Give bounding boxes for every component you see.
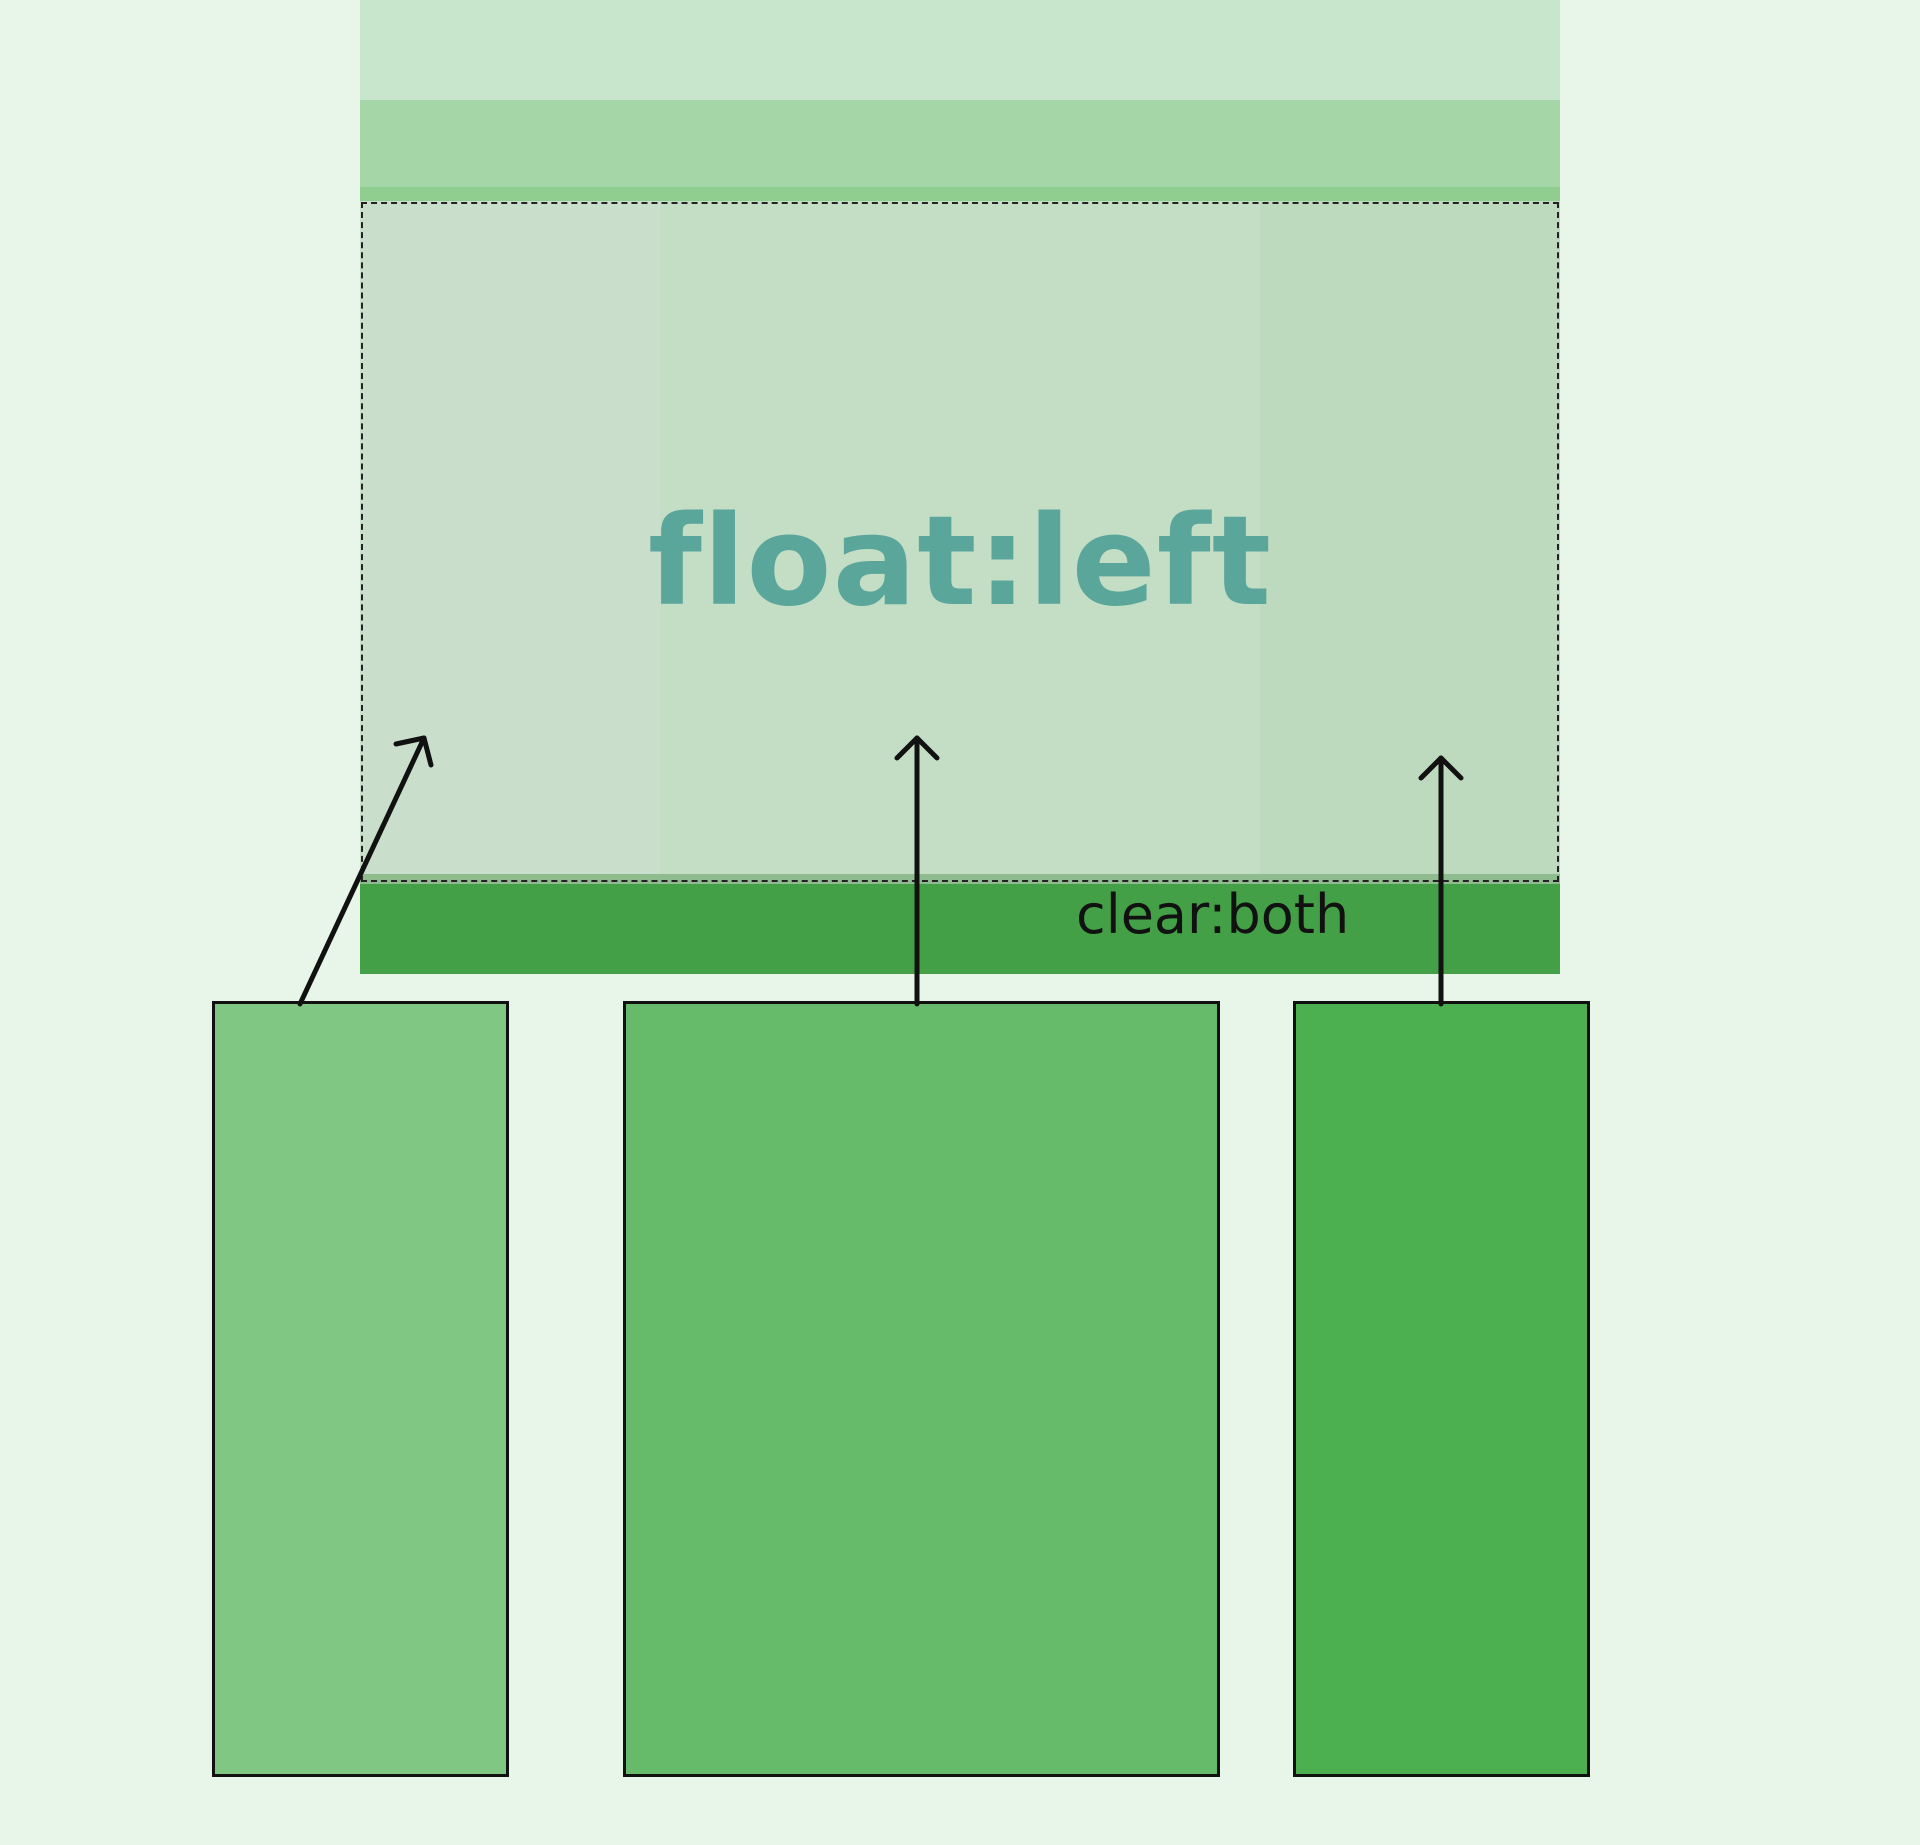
source-box-right	[1293, 1001, 1590, 1777]
float-column-left	[360, 201, 660, 874]
top-band	[360, 0, 1560, 100]
clear-both-label: clear:both	[1076, 883, 1350, 946]
source-box-left	[212, 1001, 509, 1777]
source-box-middle	[623, 1001, 1220, 1777]
clear-both-bar	[360, 884, 1560, 974]
float-column-right	[1260, 201, 1560, 874]
float-column-middle	[660, 201, 1260, 874]
float-bottom-strip	[360, 874, 1560, 884]
thin-band	[360, 187, 1560, 201]
mid-band	[360, 100, 1560, 187]
